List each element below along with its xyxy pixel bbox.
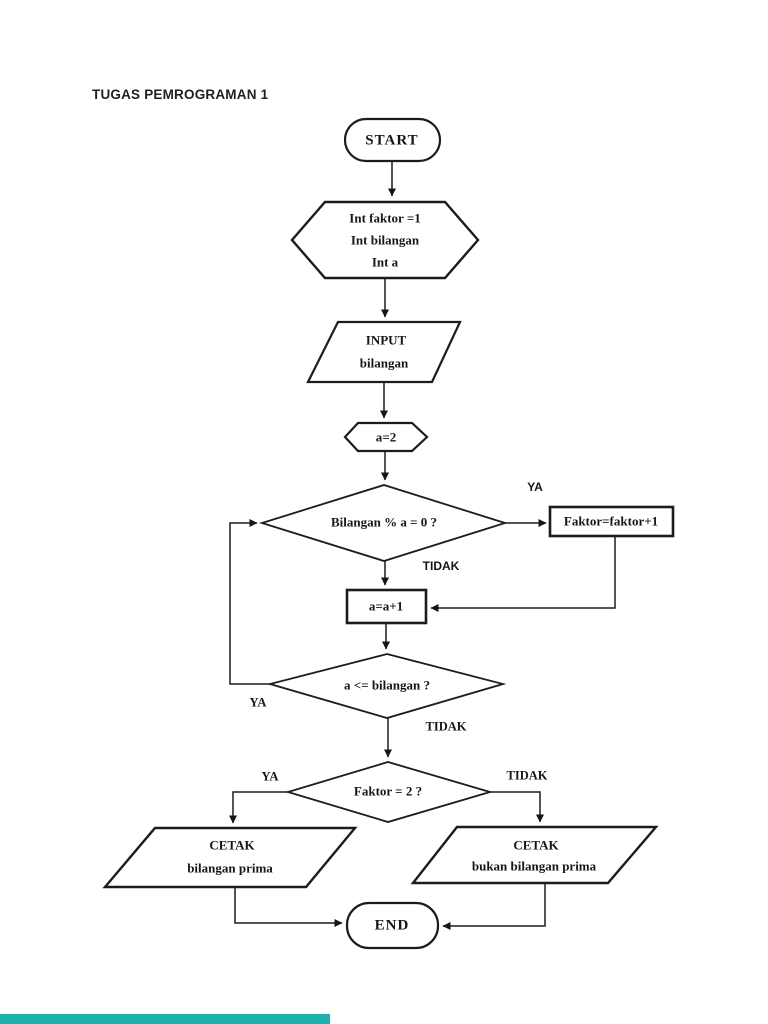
end-label: END (374, 917, 410, 934)
declare-preparation-shape (290, 200, 480, 280)
decision-loop-label: a <= bilangan ? (344, 677, 430, 693)
increment-a-process-shape (345, 588, 428, 625)
input-line-1: INPUT (365, 332, 407, 348)
edge-printprime-end (234, 887, 343, 927)
decision-prime-diamond (284, 761, 494, 823)
edge-prime-yes (229, 791, 288, 824)
print-prime-parallelogram-shape (102, 826, 358, 889)
print-notprime-line-1: CETAK (513, 837, 559, 853)
declare-line-2: Int bilangan (350, 232, 420, 248)
increment-a-label: a=a+1 (368, 598, 404, 614)
increment-faktor-process-shape (548, 505, 675, 538)
footer-accent-bar (0, 1014, 330, 1024)
declare-line-3: Int a (371, 254, 399, 270)
increment-faktor-label: Faktor=faktor+1 (563, 513, 659, 529)
start-terminator-shape (343, 117, 442, 163)
decision-mod-diamond (258, 484, 509, 562)
input-parallelogram-shape (306, 320, 462, 384)
end-terminator-shape (345, 901, 440, 950)
print-prime-line-1: CETAK (209, 837, 255, 853)
declare-line-1: Int faktor =1 (349, 210, 421, 226)
page-title: TUGAS PEMROGRAMAN 1 (92, 87, 269, 102)
start-label: START (365, 132, 419, 149)
edge-label-mod-no: TIDAK (422, 559, 460, 573)
decision-prime-label: Faktor = 2 ? (353, 783, 423, 799)
flow-connectors (229, 161, 616, 930)
edge-label-loop-no: TIDAK (425, 719, 467, 734)
flow-shapes (102, 117, 675, 950)
print-notprime-line-2: bukan bilangan prima (471, 858, 597, 874)
inita-label: a=2 (375, 429, 397, 445)
print-notprime-parallelogram-shape (410, 825, 659, 885)
print-prime-line-2: bilangan prima (187, 860, 273, 876)
input-line-2: bilangan (359, 355, 409, 371)
edge-label-prime-no: TIDAK (506, 768, 548, 783)
edge-label-loop-yes: YA (249, 695, 267, 710)
edge-faktor-back-to-ainc (430, 536, 616, 612)
decision-mod-label: Bilangan % a = 0 ? (330, 514, 438, 530)
decision-loop-diamond (266, 653, 507, 719)
edge-loop-yes-back (229, 519, 270, 685)
edge-label-mod-yes: YA (527, 480, 543, 494)
edge-prime-no (490, 791, 544, 823)
edge-printnotprime-end (442, 883, 546, 930)
inita-preparation-shape (343, 421, 429, 453)
edge-label-prime-yes: YA (261, 769, 279, 784)
